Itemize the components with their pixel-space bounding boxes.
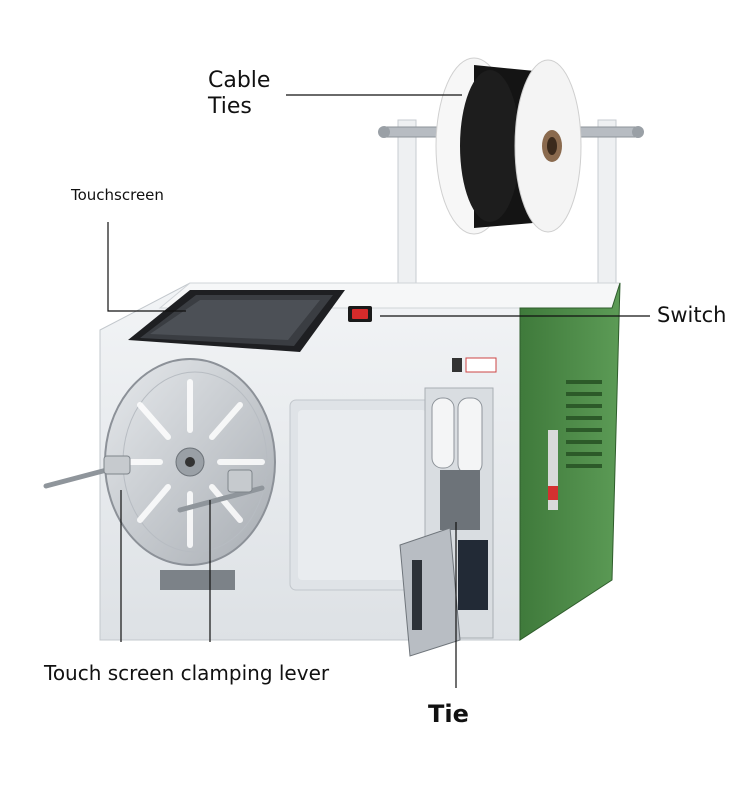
cable-ties-label: Cable Ties xyxy=(208,68,270,120)
brand-tag xyxy=(452,357,497,373)
touchscreen-panel xyxy=(128,290,345,352)
leader-lines xyxy=(107,94,650,688)
clamping-lever-label: Touch screen clamping lever xyxy=(44,661,330,685)
power-switch xyxy=(348,306,372,322)
side-vents xyxy=(548,380,602,510)
touchscreen-leader xyxy=(107,222,186,312)
switch-label: Switch xyxy=(657,303,727,327)
touchscreen-label: Touchscreen xyxy=(71,186,164,204)
tie-label: Tie xyxy=(428,700,469,728)
cable-ties-label-line1: Cable xyxy=(208,68,271,93)
cable-ties-spool xyxy=(435,57,582,235)
tie-mechanism xyxy=(399,387,494,657)
cable-ties-label-line2: Ties xyxy=(208,94,252,119)
clamping-levers xyxy=(43,455,265,513)
clamping-wheel xyxy=(104,358,276,566)
